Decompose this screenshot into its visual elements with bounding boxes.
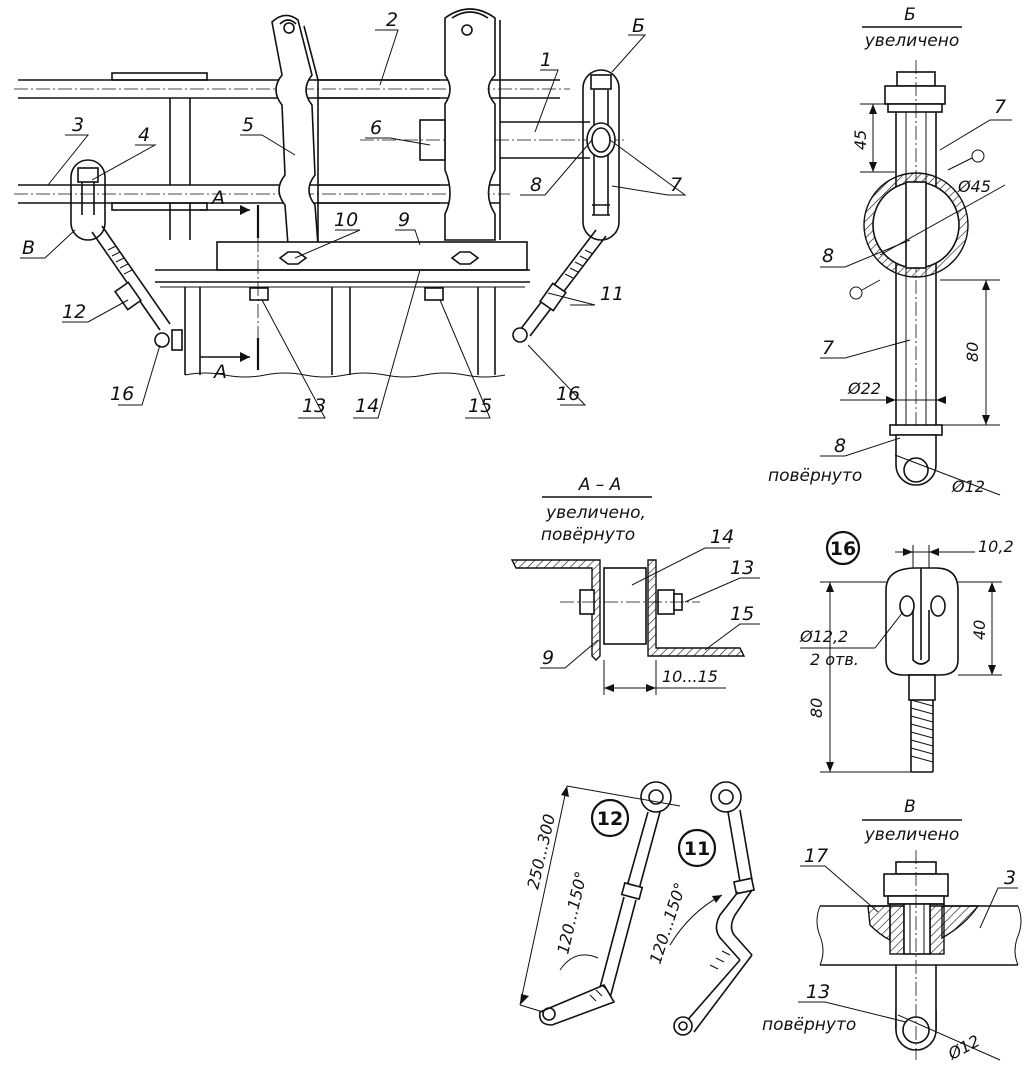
detail-v-title: В [904, 797, 916, 817]
section-aa-title: А – А [578, 475, 622, 495]
dim-2-holes: 2 отв. [810, 650, 859, 669]
callout-4: 4 [138, 124, 150, 146]
section-mark-a [200, 205, 260, 370]
detail-b-callout-7-top: 7 [994, 96, 1006, 118]
dim-d22: Ø22 [847, 379, 881, 398]
section-aa-callout-13: 13 [730, 557, 754, 579]
dim-d12-b: Ø12 [951, 477, 985, 496]
dim-40: 40 [970, 620, 989, 640]
section-aa-callout-15: 15 [730, 603, 754, 625]
clamp-plate-5 [271, 14, 319, 246]
section-aa-callout-9: 9 [542, 647, 554, 669]
callout-1: 1 [540, 49, 552, 71]
part-16-number: 16 [830, 538, 856, 560]
detail-b-view: Б увеличено 45 Ø45 80 [768, 5, 1012, 496]
callout-11: 11 [600, 283, 624, 305]
dim-d12-2: Ø12,2 [799, 627, 848, 646]
callout-14: 14 [355, 395, 379, 417]
callout-5: 5 [242, 114, 254, 136]
main-assembly-view: 1 2 3 4 5 6 7 8 9 10 11 12 13 14 15 16 1… [14, 8, 687, 419]
detail-v-callout-3: 3 [1004, 867, 1016, 889]
turnbuckle-11 [512, 229, 607, 343]
part-12-view: 12 250...300 120...150° [519, 781, 681, 1026]
callout-16-left: 16 [110, 383, 134, 405]
callout-10: 10 [334, 209, 358, 231]
detail-b-callout-7-bottom: 7 [822, 337, 834, 359]
tube-3 [14, 184, 510, 211]
plate-9 [216, 241, 528, 271]
dim-80-16: 80 [807, 698, 826, 718]
detail-b-note: повёрнуто [768, 466, 862, 486]
section-aa-subtitle-1: увеличено, [545, 503, 646, 523]
dim-10-15: 10...15 [662, 667, 718, 686]
section-aa-view: А – А увеличено, повёрнуто 10...15 14 13… [510, 475, 760, 695]
dim-d12-v: Ø12 [944, 1031, 983, 1064]
callout-6: 6 [370, 117, 382, 139]
part-12-number: 12 [597, 808, 623, 830]
callout-2: 2 [386, 9, 398, 31]
part-11-view: 11 120...150° [646, 781, 755, 1036]
part-16-view: 16 10,2 80 40 Ø12,2 2 отв. [799, 530, 1014, 773]
callout-15: 15 [468, 395, 492, 417]
callout-3: 3 [72, 114, 84, 136]
dim-d45: Ø45 [957, 177, 991, 196]
section-letter-a-bottom: А [212, 361, 227, 383]
callout-13: 13 [302, 395, 326, 417]
detail-b-subtitle: увеличено [864, 31, 959, 51]
detail-v-view: В увеличено Ø12 17 3 13 повёрнуто [762, 797, 1022, 1064]
callout-16-right: 16 [556, 383, 580, 405]
detail-v-callout-17: 17 [804, 845, 828, 867]
detail-v-subtitle: увеличено [864, 825, 959, 845]
dim-80-b: 80 [963, 342, 982, 362]
clamp-6 [360, 8, 501, 241]
detail-b-callout-8-top: 8 [822, 245, 834, 267]
leader-lines [20, 29, 687, 419]
dim-10-2: 10,2 [978, 537, 1014, 556]
callout-7: 7 [670, 174, 682, 196]
angle-15 [155, 269, 530, 378]
detail-v-note: повёрнуто [762, 1015, 856, 1035]
section-aa-callout-14: 14 [710, 526, 734, 548]
view-letter-v: В [22, 237, 35, 259]
section-aa-subtitle-2: повёрнуто [541, 525, 635, 545]
turnbuckle-12 [91, 225, 183, 351]
dim-120-150-12: 120...150° [553, 869, 590, 955]
callout-12: 12 [62, 301, 86, 323]
dim-45: 45 [851, 130, 870, 150]
detail-b-callout-8-bottom: 8 [834, 435, 846, 457]
callout-9: 9 [398, 209, 410, 231]
detail-v-callout-13: 13 [806, 981, 830, 1003]
callout-8: 8 [530, 174, 542, 196]
tube-1 [495, 121, 625, 159]
dim-120-150-11: 120...150° [646, 880, 690, 966]
section-letter-a-top: А [210, 187, 225, 209]
detail-b-title: Б [904, 5, 916, 25]
detail-b-region [582, 69, 620, 241]
dim-250-300: 250...300 [523, 812, 559, 891]
detail-v-region [70, 159, 106, 241]
view-letter-b: Б [632, 15, 645, 37]
part-11-number: 11 [684, 838, 710, 860]
